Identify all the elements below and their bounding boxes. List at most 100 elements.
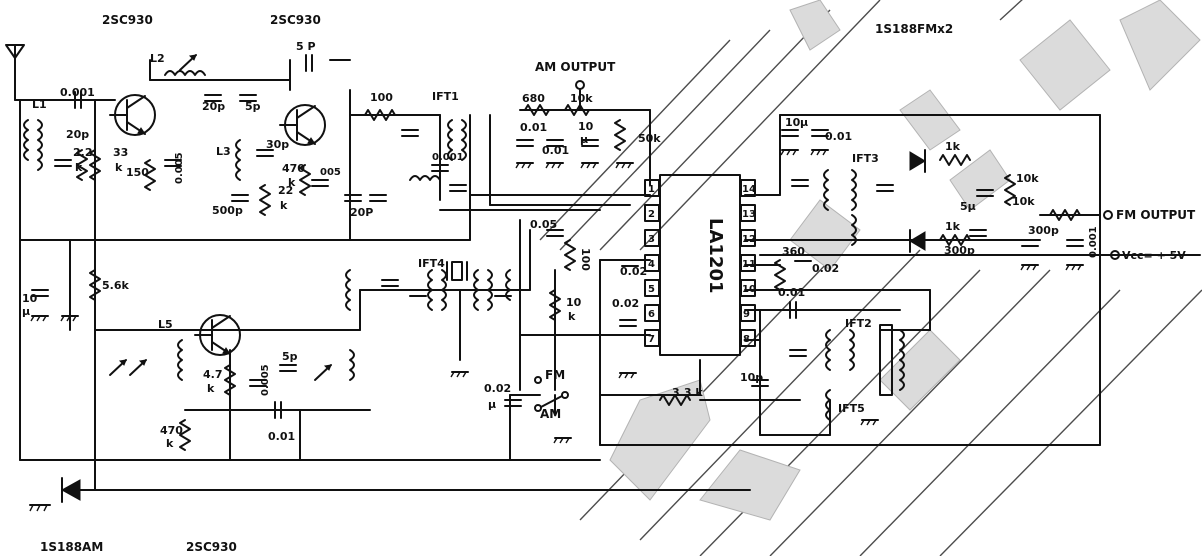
capacitor-10u-a-icon bbox=[581, 139, 599, 147]
capacitor-0001-icon bbox=[74, 91, 82, 109]
capacitors bbox=[31, 54, 1084, 419]
label-l5: L5 bbox=[158, 318, 173, 331]
label-c-10u-a-unit: µ bbox=[580, 133, 588, 146]
capacitor-0001-c-icon bbox=[1066, 239, 1084, 247]
label-l2: L2 bbox=[150, 52, 165, 65]
resistors bbox=[76, 104, 1081, 451]
label-r-22k: 22 bbox=[278, 184, 293, 197]
label-1s188am: 1S188AM bbox=[40, 540, 103, 554]
label-c-10u-b: 10 bbox=[22, 292, 38, 305]
label-ift3: IFT3 bbox=[852, 152, 879, 165]
label-r-1k-a: 1k bbox=[945, 140, 961, 153]
watermark-pattern bbox=[539, 0, 1202, 556]
label-r-3-3k: 3.3 k bbox=[672, 386, 703, 399]
ic-pin-5: 5 bbox=[648, 284, 655, 295]
capacitor-20p-c-icon bbox=[344, 194, 362, 202]
label-fm-output: FM OUTPUT bbox=[1116, 208, 1196, 222]
resistor-680-icon bbox=[524, 104, 550, 116]
coil-ift1-icon bbox=[409, 119, 467, 181]
capacitor-002-c-icon bbox=[504, 399, 522, 407]
label-r-10k-b-unit: k bbox=[568, 310, 576, 323]
am-output-terminal bbox=[575, 80, 585, 90]
label-switch-fm: FM bbox=[545, 368, 565, 382]
label-r-4-7k: 4.7 bbox=[203, 368, 223, 381]
label-c-002-c-unit: µ bbox=[488, 398, 496, 411]
label-r-470: 470 bbox=[160, 424, 183, 437]
label-c-0005-c: 0.005 bbox=[260, 364, 271, 396]
wiring bbox=[14, 59, 1201, 491]
label-r-33k: 33 bbox=[113, 146, 128, 159]
label-2sc930-rf: 2SC930 bbox=[102, 13, 153, 27]
label-ift4: IFT4 bbox=[418, 257, 445, 270]
label-c-10p: 10p bbox=[740, 371, 763, 384]
band-switch bbox=[534, 376, 569, 412]
coil-l1-icon bbox=[23, 119, 43, 171]
resistor-1k-c-icon bbox=[1049, 209, 1081, 221]
capacitor-005-c-icon bbox=[546, 229, 564, 237]
ic-pin-7: 7 bbox=[648, 334, 655, 345]
resistor-100-icon bbox=[364, 109, 396, 121]
capacitor-ift1-a-icon bbox=[401, 129, 419, 137]
antenna-icon bbox=[5, 44, 25, 63]
diode-am-icon bbox=[60, 477, 81, 503]
ic-pin-13: 13 bbox=[742, 209, 756, 220]
resistor-4-7k-icon bbox=[224, 364, 236, 396]
ic-pin-11: 11 bbox=[742, 259, 756, 270]
capacitor-300p-b-icon bbox=[1021, 239, 1039, 247]
capacitor-30p-icon bbox=[256, 149, 274, 157]
ic-pin-1: 1 bbox=[648, 184, 655, 195]
resistor-150-icon bbox=[144, 159, 156, 191]
resistor-1k-a-icon bbox=[939, 154, 971, 166]
label-c-5p-top: 5 P bbox=[296, 40, 316, 53]
label-c-002-a: 0.02 bbox=[620, 265, 647, 278]
resistor-1k-b-icon bbox=[939, 234, 971, 246]
label-c-001-b: 0.01 bbox=[542, 144, 569, 157]
label-c-5p-b: 5p bbox=[282, 350, 298, 363]
capacitor-10u-c-icon bbox=[781, 129, 799, 137]
label-c-20p-c: 20P bbox=[350, 206, 373, 219]
resistor-3-3k-icon bbox=[659, 394, 691, 406]
fm-output-terminal bbox=[1103, 210, 1113, 220]
capacitor-ift4-c-icon bbox=[494, 289, 512, 297]
label-c-001-d: 0.01 bbox=[825, 130, 852, 143]
capacitor-ift3-b-icon bbox=[876, 184, 894, 192]
resistor-22k-b-icon bbox=[259, 184, 271, 216]
label-c-002-b: 0.02 bbox=[612, 297, 639, 310]
ic-pin-12: 12 bbox=[742, 234, 756, 245]
label-vcc: Vcc= + 5V bbox=[1122, 249, 1186, 262]
label-r-100: 100 bbox=[370, 91, 393, 104]
label-r-4-7k-unit: k bbox=[207, 382, 215, 395]
label-r-1k-b: 1k bbox=[945, 220, 961, 233]
label-c-10u-b-unit: µ bbox=[22, 305, 30, 318]
ground-symbols bbox=[29, 149, 1084, 512]
ic-pin-9: 9 bbox=[743, 309, 750, 320]
label-ift1: IFT1 bbox=[432, 90, 459, 103]
label-c-005-c: 0.05 bbox=[530, 218, 557, 231]
variable-capacitors bbox=[109, 54, 332, 381]
capacitor-5p-top-icon bbox=[305, 54, 313, 72]
resistor-10k-c-icon bbox=[1004, 174, 1016, 206]
label-c-20p-a: 20p bbox=[66, 128, 89, 141]
label-c-5p-a: 5p bbox=[245, 100, 261, 113]
label-2sc930-mixer: 2SC930 bbox=[270, 13, 321, 27]
resistor-10k-a-icon bbox=[564, 104, 590, 116]
capacitor-002-b-icon bbox=[619, 319, 637, 327]
label-c-20p-b: 20p bbox=[202, 100, 225, 113]
label-c-300p-a: 300p bbox=[944, 244, 975, 257]
diode-fm-a-icon bbox=[909, 149, 926, 173]
labels: 2SC930 2SC930 2SC930 1S188FMx2 1S188AM A… bbox=[22, 13, 1196, 554]
label-c-0001-b: 0.001 bbox=[432, 152, 464, 163]
resistor-470-icon bbox=[179, 419, 191, 451]
ic-name: LA1201 bbox=[705, 218, 726, 294]
capacitor-0001-b-icon bbox=[431, 164, 449, 172]
label-r-100-b: 100 bbox=[579, 248, 592, 271]
coil-l2-icon bbox=[164, 70, 206, 76]
label-r-22k-unit: k bbox=[280, 199, 288, 212]
resistor-33k-icon bbox=[89, 149, 101, 181]
label-c-10u-c-unit: µ bbox=[800, 116, 808, 129]
label-r-10k-a: 10k bbox=[570, 92, 593, 105]
ceramic-filter-icon bbox=[446, 261, 468, 281]
coil-ift2-icon bbox=[825, 329, 855, 421]
ic-pin-3: 3 bbox=[648, 234, 655, 245]
transistor-am-osc-icon bbox=[194, 314, 241, 356]
